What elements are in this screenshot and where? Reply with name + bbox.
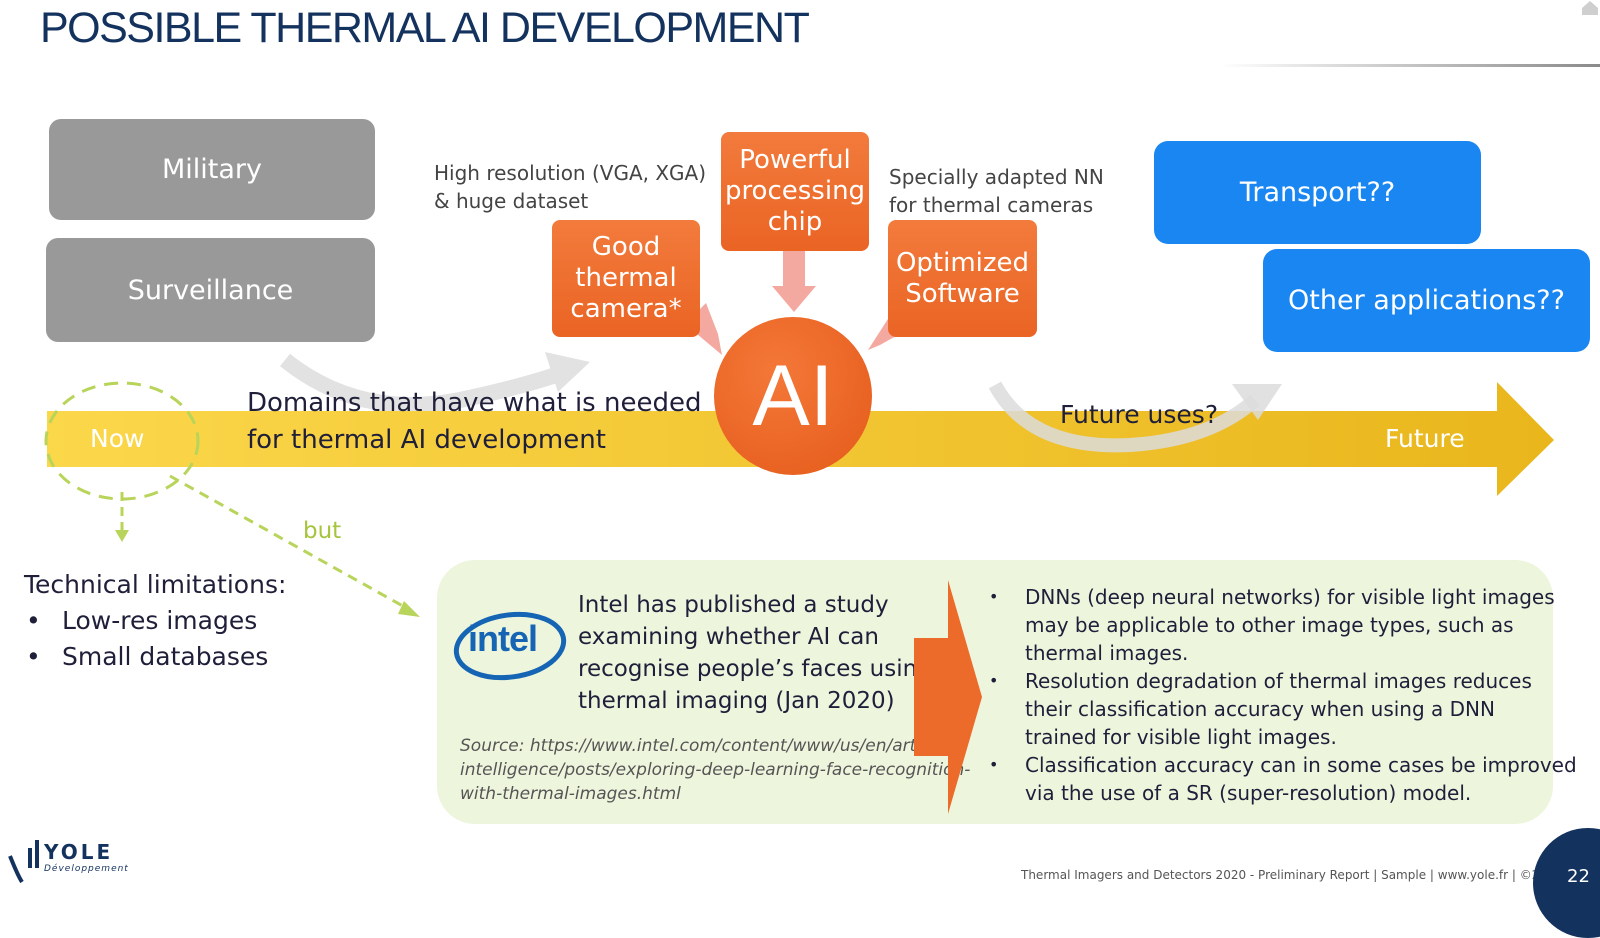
domain-surveillance-box: Surveillance (46, 238, 375, 342)
curved-arrow-right (988, 381, 1260, 453)
limitation-item: Low-res images (26, 603, 286, 639)
source-line: Source: https://www.intel.com/content/ww… (460, 736, 968, 756)
title-divider (1220, 64, 1600, 67)
intel-study-text: Intel has published a study examining wh… (578, 589, 932, 717)
study-line: Intel has published a study (578, 592, 889, 618)
yole-logo-word: YOLE (44, 840, 114, 864)
high-resolution-note: High resolution (VGA, XGA) & huge datase… (434, 159, 706, 215)
study-line: recognise people’s faces using (578, 656, 932, 682)
home-icon[interactable] (1580, 0, 1600, 15)
page-number: 22 (1567, 866, 1590, 887)
chip-line-1: Powerful (739, 145, 851, 175)
camera-line-2: thermal (575, 263, 677, 293)
technical-limitations: Technical limitations: Low-res images Sm… (24, 567, 286, 675)
domain-military-label: Military (161, 154, 262, 185)
transport-box: Transport?? (1154, 141, 1481, 244)
future-uses-label: Future uses? (1060, 400, 1219, 429)
domains-line-2: for thermal AI development (247, 425, 606, 455)
processing-chip-box: Powerful processing chip (721, 132, 869, 251)
page-title: POSSIBLE THERMAL AI DEVELOPMENT (40, 4, 810, 52)
limitation-item: Small databases (26, 639, 286, 675)
source-line: with-thermal-images.html (460, 784, 681, 804)
intel-logo-text: intel (468, 618, 538, 659)
specially-adapted-nn-note: Specially adapted NN for thermal cameras (889, 163, 1104, 219)
software-line-2: Software (905, 278, 1020, 309)
findings-bullets: DNNs (deep neural networks) for visible … (985, 583, 1577, 807)
high-res-line-2: & huge dataset (434, 189, 589, 213)
domains-line-1: Domains that have what is needed (247, 388, 702, 418)
nn-line-1: Specially adapted NN (889, 165, 1104, 189)
optimized-software-box: Optimized Software (888, 220, 1037, 337)
curved-arrow-left (280, 353, 573, 413)
footer-text: Thermal Imagers and Detectors 2020 - Pre… (1021, 868, 1563, 882)
panel-divider-arrow (914, 580, 982, 814)
transport-label: Transport?? (1239, 177, 1396, 208)
intel-logo: intel (452, 608, 568, 682)
finding-line: via the use of a SR (super-resolution) m… (1025, 781, 1472, 805)
finding-item: Resolution degradation of thermal images… (989, 667, 1577, 751)
yole-logo-sub: Développement (44, 864, 129, 874)
limitations-list: Low-res images Small databases (24, 603, 286, 675)
but-label: but (303, 518, 342, 544)
camera-line-3: camera* (570, 294, 682, 324)
other-applications-label: Other applications?? (1288, 285, 1565, 316)
finding-line: thermal images. (1025, 641, 1189, 665)
yole-logo: YOLE Développement (8, 836, 128, 886)
domains-description: Domains that have what is needed for the… (247, 385, 701, 459)
future-label: Future (1385, 424, 1465, 453)
now-label: Now (90, 424, 145, 453)
camera-line-1: Good (591, 232, 661, 262)
ai-circle: AI (714, 317, 872, 475)
domain-surveillance-label: Surveillance (127, 274, 294, 306)
findings-list: DNNs (deep neural networks) for visible … (985, 583, 1577, 807)
finding-item: DNNs (deep neural networks) for visible … (989, 583, 1577, 667)
finding-item: Classification accuracy can in some case… (989, 751, 1577, 807)
chip-line-2: processing (724, 176, 866, 206)
finding-line: may be applicable to other image types, … (1025, 613, 1514, 637)
study-line: examining whether AI can (578, 624, 879, 650)
ai-label: AI (752, 347, 834, 444)
chip-line-3: chip (767, 207, 823, 237)
limitations-heading: Technical limitations: (24, 570, 287, 599)
high-res-line-1: High resolution (VGA, XGA) (434, 161, 707, 185)
good-thermal-camera-box: Good thermal camera* (552, 220, 700, 337)
source-line: intelligence/posts/exploring-deep-learni… (460, 760, 971, 780)
finding-line: Classification accuracy can in some case… (1025, 753, 1577, 777)
other-applications-box: Other applications?? (1263, 249, 1590, 352)
finding-line: DNNs (deep neural networks) for visible … (1025, 585, 1555, 609)
software-line-1: Optimized (895, 247, 1030, 278)
source-citation: Source: https://www.intel.com/content/ww… (460, 734, 970, 806)
finding-line: trained for visible light images. (1025, 725, 1337, 749)
finding-line: their classification accuracy when using… (1025, 697, 1495, 721)
finding-line: Resolution degradation of thermal images… (1025, 669, 1532, 693)
study-line: thermal imaging (Jan 2020) (578, 688, 895, 714)
domain-military-box: Military (49, 119, 375, 220)
nn-line-2: for thermal cameras (889, 193, 1094, 217)
